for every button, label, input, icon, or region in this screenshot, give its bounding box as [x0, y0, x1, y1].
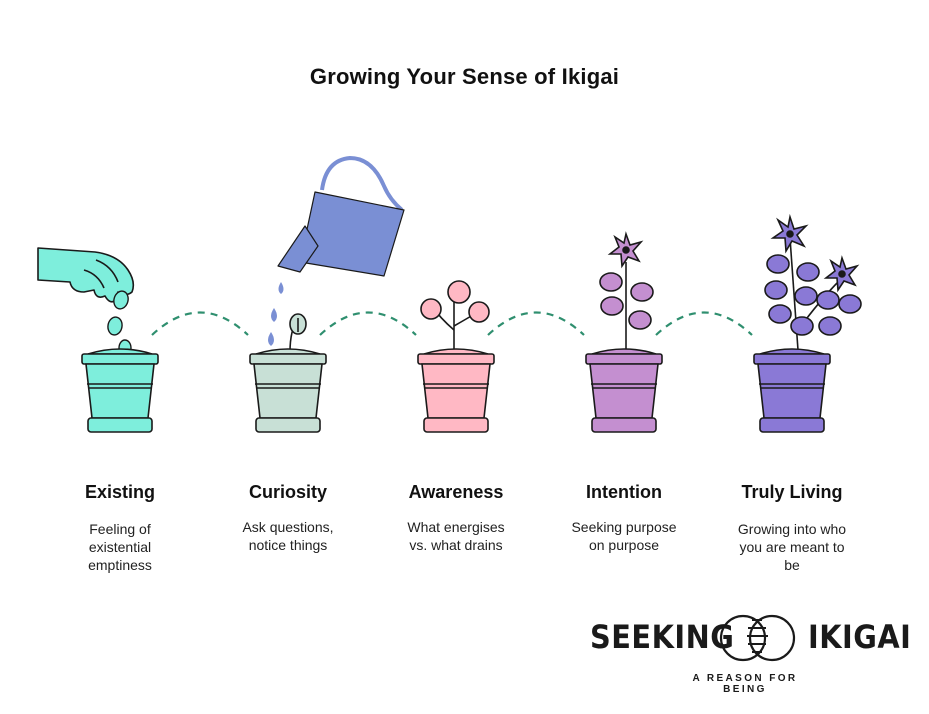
page-title: Growing Your Sense of Ikigai	[309, 64, 620, 89]
path-arc-2	[319, 311, 417, 336]
desc-line: be	[784, 557, 800, 573]
stage-desc-existing: Feeling of existential emptiness	[45, 520, 195, 574]
stage-desc-curiosity: Ask questions, notice things	[213, 518, 363, 554]
desc-line: Growing into who	[737, 521, 847, 537]
stage-desc-awareness: What energises vs. what drains	[381, 518, 531, 554]
pot-icon	[417, 348, 495, 433]
path-arc-1	[151, 311, 249, 336]
pot-icon	[81, 348, 159, 433]
desc-line: you are meant to	[739, 539, 845, 555]
path-arc-3	[487, 311, 585, 336]
desc-line: existential	[88, 539, 152, 555]
logo-icon	[719, 614, 796, 662]
water-drop-icon	[268, 282, 284, 346]
path-arc-4	[655, 311, 753, 336]
plant-truly-living	[764, 213, 862, 351]
stage-title-curiosity: Curiosity	[248, 482, 327, 502]
brand-name-left: SEEKING	[590, 618, 735, 656]
desc-line: vs. what drains	[409, 537, 503, 553]
brand-tagline: A REASON FOR BEING	[692, 673, 798, 695]
pot-icon	[585, 348, 663, 433]
desc-line: emptiness	[88, 557, 152, 573]
pot-icon	[753, 348, 831, 433]
pot-icon	[249, 348, 327, 433]
stage-title-awareness: Awareness	[408, 482, 504, 502]
flower-icon	[599, 231, 654, 350]
plant-awareness	[420, 280, 490, 350]
desc-line: Seeking purpose	[571, 519, 677, 535]
desc-line: on purpose	[588, 537, 660, 553]
desc-line: Ask questions,	[242, 519, 334, 535]
desc-line: notice things	[248, 537, 328, 553]
sprout-icon	[289, 313, 307, 353]
stage-title-intention: Intention	[586, 482, 662, 502]
growth-path	[151, 311, 753, 336]
desc-line: Feeling of	[89, 521, 151, 537]
stage-title-existing: Existing	[84, 482, 155, 502]
desc-line: What energises	[407, 519, 505, 535]
brand-name-right: IKIGAI	[808, 618, 912, 656]
watering-can-icon	[277, 156, 405, 277]
stage-desc-intention: Seeking purpose on purpose	[549, 518, 699, 554]
stage-desc-truly-living: Growing into who you are meant to be	[717, 520, 867, 574]
stage-title-truly-living: Truly Living	[741, 482, 843, 502]
